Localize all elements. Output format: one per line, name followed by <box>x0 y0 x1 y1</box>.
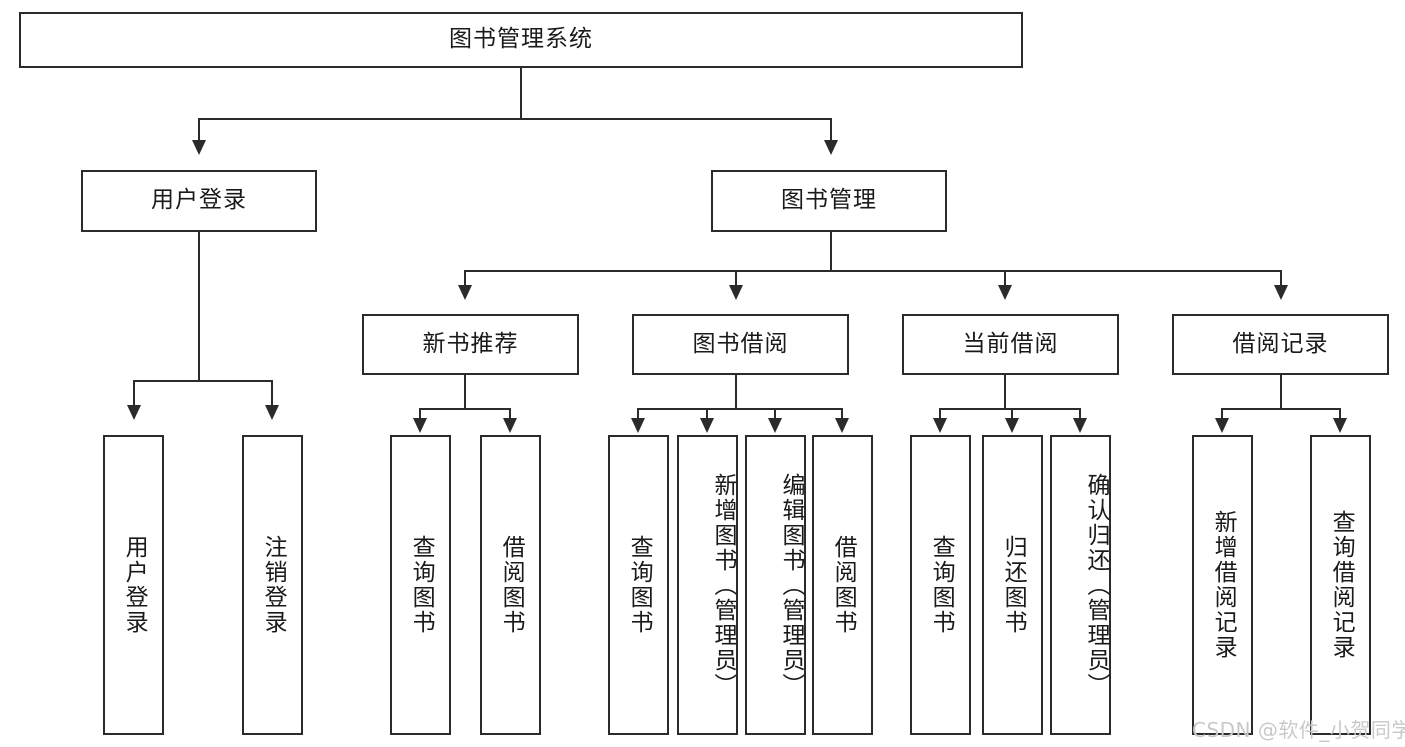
arrow-to-leaf-confirm-return <box>1073 418 1087 433</box>
leaf-edit-book-admin[interactable]: 编辑图书（管理员） <box>745 435 806 735</box>
edge-to-leaf-user-login <box>133 380 135 412</box>
edge-current-borrow-stem <box>1004 375 1006 408</box>
edge-to-leaf-add-book <box>706 408 708 422</box>
node-label: 查询借阅记录 <box>1328 510 1355 660</box>
node-label: 图书管理 <box>781 187 877 214</box>
leaf-borrow-book-borrow[interactable]: 借阅图书 <box>812 435 873 735</box>
edge-to-leaf-query-record <box>1339 408 1341 422</box>
edge-to-leaf-logout-login <box>271 380 273 412</box>
edge-to-user-login <box>198 118 200 148</box>
node-label: 图书借阅 <box>692 330 789 357</box>
arrow-to-leaf-borrow-book-2 <box>835 418 849 433</box>
edge-book-manage-stem <box>830 232 832 270</box>
leaf-logout-login[interactable]: 注销登录 <box>242 435 303 735</box>
leaf-query-book-recommend[interactable]: 查询图书 <box>390 435 451 735</box>
edge-book-borrow-stem <box>735 375 737 408</box>
arrow-to-book-borrow <box>729 285 743 300</box>
edge-book-manage-bus <box>464 270 1281 272</box>
edge-root-bus <box>198 118 832 120</box>
node-label: 当前借阅 <box>962 330 1059 357</box>
edge-new-book-recommend-stem <box>464 375 466 408</box>
node-label: 借阅图书 <box>498 535 525 635</box>
node-root-book-management-system[interactable]: 图书管理系统 <box>19 12 1023 68</box>
node-user-login[interactable]: 用户登录 <box>81 170 317 232</box>
leaf-borrow-book-recommend[interactable]: 借阅图书 <box>480 435 541 735</box>
arrow-to-leaf-edit-book <box>768 418 782 433</box>
edge-user-login-bus <box>133 380 272 382</box>
leaf-query-book-current[interactable]: 查询图书 <box>910 435 971 735</box>
edge-to-borrow-record <box>1280 270 1282 292</box>
node-new-book-recommend[interactable]: 新书推荐 <box>362 314 579 375</box>
edge-to-leaf-query-book-2 <box>637 408 639 422</box>
arrow-to-borrow-record <box>1274 285 1288 300</box>
edge-current-borrow-bus <box>939 408 1081 410</box>
node-label: 新书推荐 <box>422 330 519 357</box>
edge-new-book-recommend-bus <box>419 408 511 410</box>
arrow-to-new-book-recommend <box>458 285 472 300</box>
edge-to-leaf-borrow-book-1 <box>509 408 511 422</box>
edge-to-book-manage <box>830 118 832 148</box>
node-borrow-record[interactable]: 借阅记录 <box>1172 314 1389 375</box>
arrow-to-leaf-query-book-1 <box>413 418 427 433</box>
arrow-to-leaf-return-book <box>1005 418 1019 433</box>
edge-to-leaf-borrow-book-2 <box>841 408 843 422</box>
node-label: 用户登录 <box>121 535 148 635</box>
edge-to-current-borrow <box>1004 270 1006 292</box>
arrow-to-leaf-logout-login <box>265 405 279 420</box>
node-label: 编辑图书（管理员） <box>778 472 804 698</box>
edge-to-leaf-confirm-return <box>1079 408 1081 422</box>
edge-to-leaf-add-record <box>1221 408 1223 422</box>
node-label: 确认归还（管理员） <box>1083 472 1109 698</box>
edge-to-leaf-edit-book <box>774 408 776 422</box>
edge-to-new-book-recommend <box>464 270 466 292</box>
edge-borrow-record-stem <box>1280 375 1282 408</box>
arrow-to-leaf-borrow-book-1 <box>503 418 517 433</box>
edge-to-leaf-query-book-1 <box>419 408 421 422</box>
node-label: 归还图书 <box>1000 535 1027 635</box>
arrow-to-current-borrow <box>998 285 1012 300</box>
leaf-confirm-return-admin[interactable]: 确认归还（管理员） <box>1050 435 1111 735</box>
arrow-to-leaf-query-record <box>1333 418 1347 433</box>
edge-book-borrow-bus <box>637 408 843 410</box>
arrow-to-leaf-query-book-3 <box>933 418 947 433</box>
node-book-management[interactable]: 图书管理 <box>711 170 947 232</box>
arrow-to-leaf-query-book-2 <box>631 418 645 433</box>
node-label: 查询图书 <box>408 535 435 635</box>
leaf-add-book-admin[interactable]: 新增图书（管理员） <box>677 435 738 735</box>
node-label: 查询图书 <box>928 535 955 635</box>
node-label: 新增图书（管理员） <box>710 472 736 698</box>
watermark-credit: CSDN @软件_小贺同学 <box>1192 718 1405 742</box>
edge-to-leaf-return-book <box>1011 408 1013 422</box>
node-current-borrow[interactable]: 当前借阅 <box>902 314 1119 375</box>
node-label: 注销登录 <box>260 535 287 635</box>
leaf-user-login[interactable]: 用户登录 <box>103 435 164 735</box>
node-label: 用户登录 <box>151 187 247 214</box>
node-label: 查询图书 <box>626 535 653 635</box>
edge-root-stem <box>520 68 522 118</box>
arrow-to-user-login <box>192 140 206 155</box>
arrow-to-leaf-add-book <box>700 418 714 433</box>
node-label: 图书管理系统 <box>449 26 593 53</box>
edge-to-book-borrow <box>735 270 737 292</box>
arrow-to-leaf-user-login <box>127 405 141 420</box>
arrow-to-leaf-add-record <box>1215 418 1229 433</box>
node-label: 借阅图书 <box>830 535 857 635</box>
leaf-add-borrow-record[interactable]: 新增借阅记录 <box>1192 435 1253 735</box>
edge-user-login-stem <box>198 232 200 380</box>
leaf-query-book-borrow[interactable]: 查询图书 <box>608 435 669 735</box>
arrow-to-book-manage <box>824 140 838 155</box>
node-book-borrow[interactable]: 图书借阅 <box>632 314 849 375</box>
node-label: 新增借阅记录 <box>1210 510 1237 660</box>
leaf-query-borrow-record[interactable]: 查询借阅记录 <box>1310 435 1371 735</box>
edge-borrow-record-bus <box>1221 408 1341 410</box>
edge-to-leaf-query-book-3 <box>939 408 941 422</box>
node-label: 借阅记录 <box>1232 330 1329 357</box>
leaf-return-book[interactable]: 归还图书 <box>982 435 1043 735</box>
